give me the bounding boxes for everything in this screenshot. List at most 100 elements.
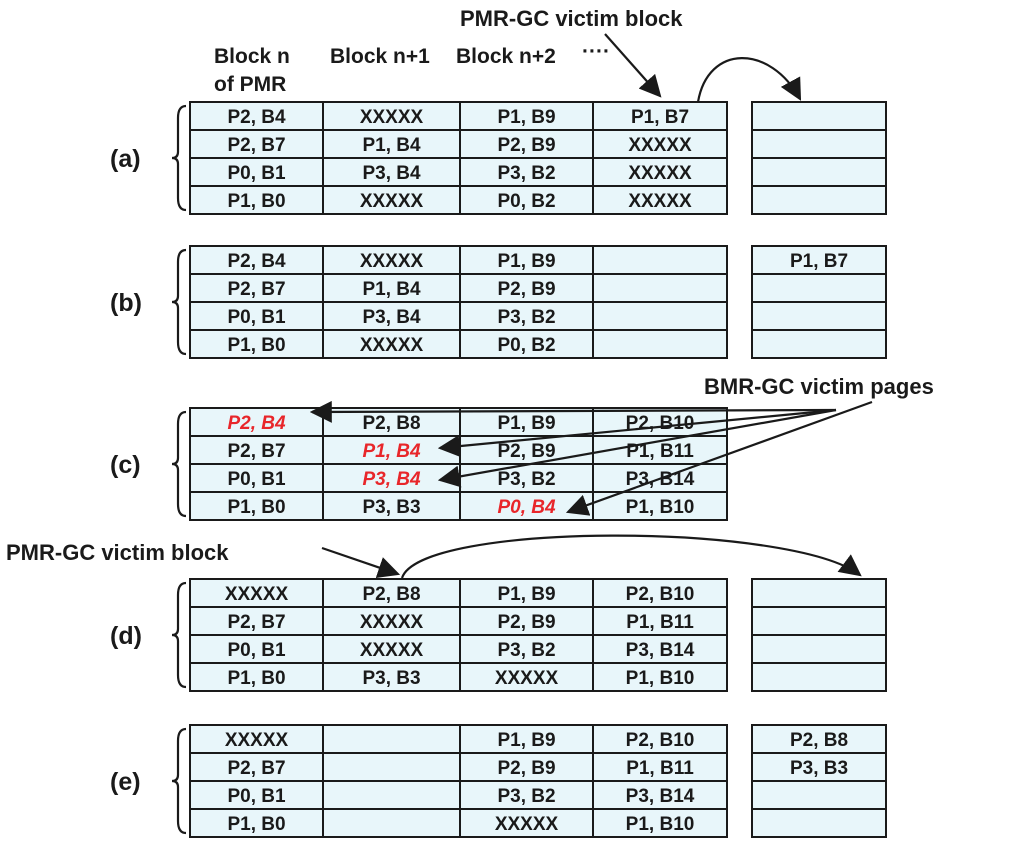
free-block-cell (751, 808, 887, 838)
free-block-text: P1, B7 (790, 251, 848, 272)
block-cell (189, 808, 324, 838)
page-text: XXXXX (360, 251, 424, 272)
page-text: P3, B2 (497, 640, 555, 661)
panel-label: (a) (110, 145, 141, 173)
page-text: XXXXX (360, 335, 424, 356)
page-text: P1, B10 (626, 814, 695, 835)
free-block-cell (751, 301, 887, 331)
header-block-n-of-pmr: of PMR (214, 73, 286, 96)
block-cell (189, 634, 324, 664)
page-text: P0, B1 (227, 307, 286, 328)
block-cell (189, 463, 324, 493)
arrow-pmr-label-to-victim-block-d (321, 546, 401, 578)
block-cell (322, 185, 461, 215)
free-block-cell (751, 329, 887, 359)
page-text: P3, B4 (362, 163, 421, 184)
block-cell (592, 301, 728, 331)
block-cell (189, 724, 324, 754)
page-text: XXXXX (495, 668, 559, 689)
page-text: XXXXX (360, 191, 424, 212)
arrow-bmr-to-p0-b4 (565, 400, 873, 516)
page-text: P2, B4 (227, 251, 286, 272)
block-cell (592, 245, 728, 275)
annotation-pmr-gc-victim-block-top: PMR-GC victim block (460, 6, 683, 31)
free-block-cell (751, 752, 887, 782)
block-cell (459, 634, 594, 664)
page-text: P1, B9 (497, 107, 555, 128)
page-text: P0, B2 (497, 335, 555, 356)
block-cell (322, 662, 461, 692)
panels: (a) P2, B4 XXXXX P1, B9 P1, B7 P2, B7 P1, B4 P2… (110, 101, 887, 838)
page-text: P2, B7 (227, 441, 285, 462)
victim-page-text: P3, B4 (362, 469, 421, 490)
free-block-cell (751, 273, 887, 303)
page-text: XXXXX (360, 640, 424, 661)
page-text: P3, B2 (497, 786, 555, 807)
free-block-cell (751, 578, 887, 608)
page-text: P3, B2 (497, 469, 555, 490)
block-cell (592, 724, 728, 754)
block-cell (322, 157, 461, 187)
block-cell (189, 578, 324, 608)
block-cell (322, 129, 461, 159)
arrow-bmr-to-p1-b4 (437, 408, 837, 458)
page-text: XXXXX (225, 584, 289, 605)
victim-page-text: P2, B4 (227, 413, 286, 434)
page-text: P1, B4 (362, 279, 421, 300)
block-cell (459, 780, 594, 810)
free-block-cell (751, 157, 887, 187)
block-cell (322, 752, 461, 782)
victim-page-text: P1, B4 (362, 441, 421, 462)
free-block-cell (751, 780, 887, 810)
page-text: P1, B9 (497, 413, 555, 434)
page-text: XXXXX (225, 730, 289, 751)
block-cell (322, 780, 461, 810)
arrow-victim-block-to-free-block-a (696, 57, 802, 103)
panel-label: (b) (110, 289, 142, 317)
page-text: P1, B0 (227, 335, 285, 356)
free-block-cell (751, 129, 887, 159)
page-text: P1, B0 (227, 497, 285, 518)
header-ellipsis: ···· (582, 40, 610, 63)
block-cell (592, 491, 728, 521)
panel-label: (e) (110, 768, 141, 796)
panel-label: (c) (110, 451, 141, 479)
block-cell (322, 724, 461, 754)
page-text: P1, B7 (631, 107, 689, 128)
page-text: XXXXX (628, 163, 692, 184)
header-block-n: Block n (214, 45, 290, 68)
page-text: P2, B10 (626, 730, 695, 751)
block-cell (592, 273, 728, 303)
page-text: P1, B11 (626, 441, 694, 462)
annotation-pmr-gc-victim-block-d: PMR-GC victim block (6, 540, 229, 565)
page-text: P2, B9 (497, 612, 555, 633)
brace (171, 104, 187, 212)
arrows (309, 33, 873, 579)
block-cell (189, 662, 324, 692)
page-text: P2, B9 (497, 135, 555, 156)
free-block-text: P2, B8 (790, 730, 848, 751)
panel-label: (d) (110, 622, 142, 650)
page-text: P2, B10 (626, 584, 695, 605)
page-text: P1, B10 (626, 668, 695, 689)
block-cell (592, 606, 728, 636)
arrow-bmr-to-p2-b4 (309, 400, 837, 423)
page-text: P2, B9 (497, 441, 555, 462)
page-text: XXXXX (628, 135, 692, 156)
page-text: P0, B1 (227, 786, 286, 807)
block-cell (592, 157, 728, 187)
page-text: XXXXX (360, 612, 424, 633)
block-cell (459, 662, 594, 692)
page-text: P0, B1 (227, 163, 286, 184)
page-text: P1, B0 (227, 814, 285, 835)
brace (171, 410, 187, 518)
page-text: P0, B2 (497, 191, 555, 212)
page-text: P1, B11 (626, 758, 694, 779)
block-cell (592, 185, 728, 215)
page-text: P3, B3 (362, 668, 420, 689)
